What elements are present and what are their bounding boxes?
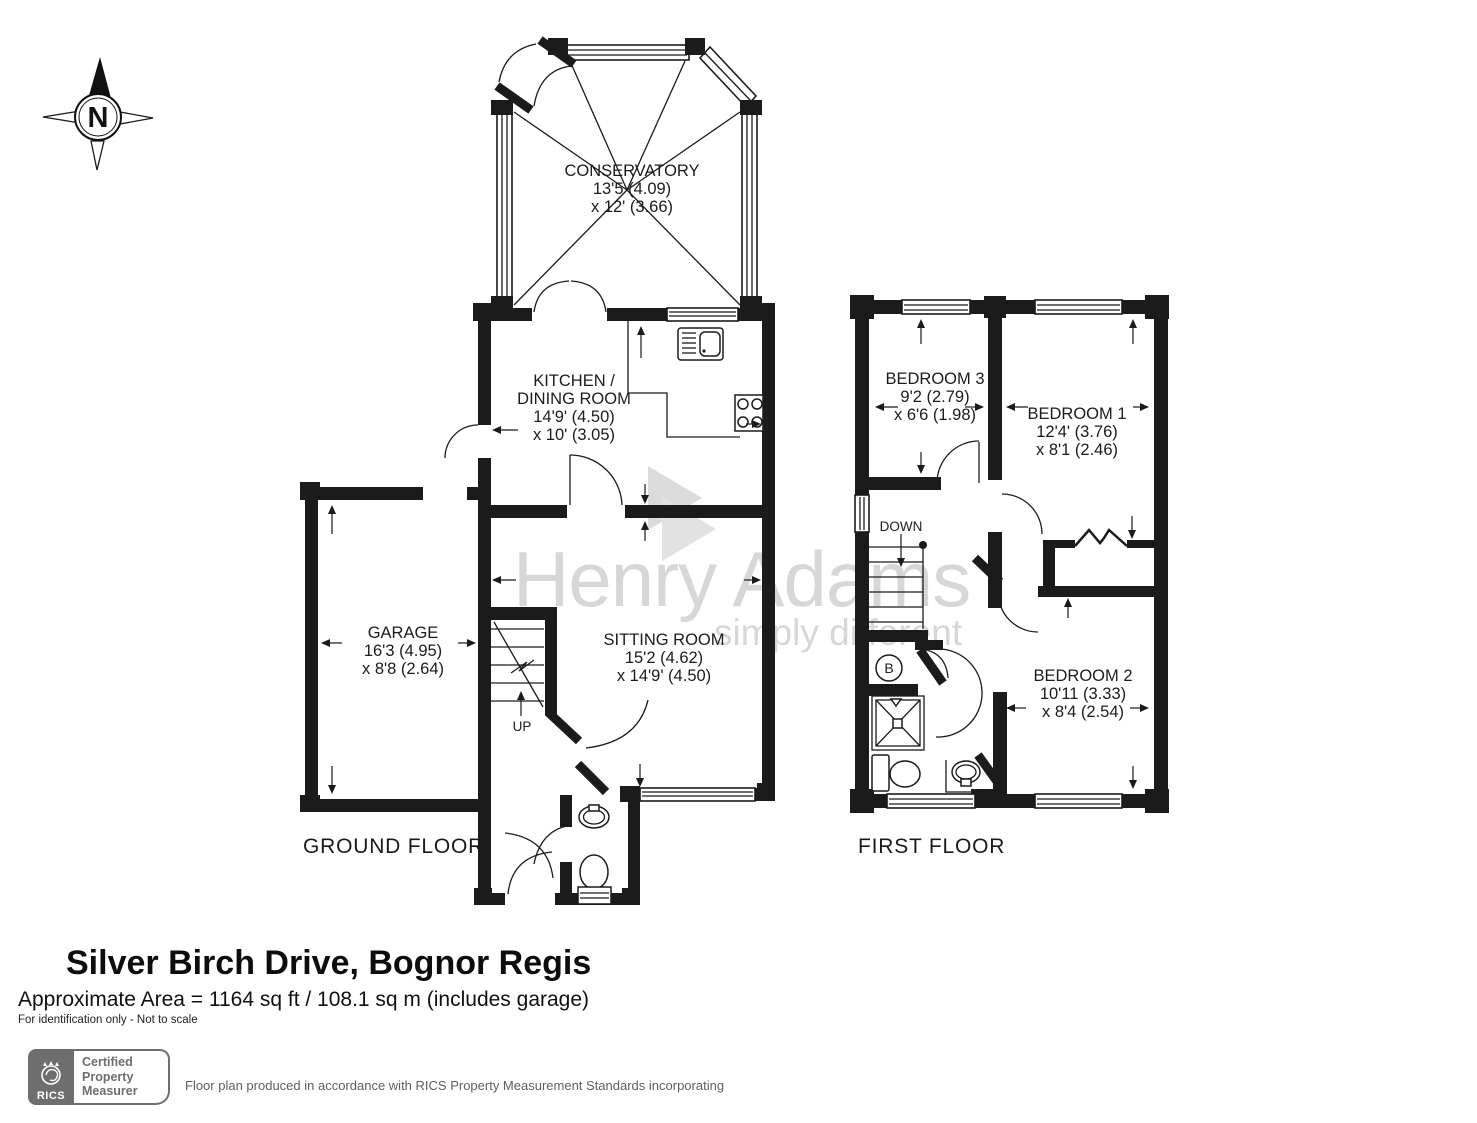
stairs-up-label: UP — [512, 719, 532, 734]
area-summary: Approximate Area = 1164 sq ft / 108.1 sq… — [18, 988, 590, 1011]
ground-floor-stairs — [491, 621, 544, 708]
toilet-icon — [579, 854, 609, 890]
first-floor-windows — [854, 299, 1123, 809]
boiler-icon — [875, 654, 903, 682]
rics-wordmark: RICS — [36, 1090, 66, 1102]
compass-icon — [42, 57, 154, 171]
first-floor-stairs — [869, 541, 927, 629]
first-floor-doors — [935, 440, 1128, 790]
hall-and-wc — [444, 424, 756, 905]
boiler-label: B — [884, 660, 894, 676]
bathroom-fixtures — [871, 647, 988, 793]
footer-disclaimer: Floor plan produced in accordance with R… — [185, 1078, 725, 1093]
rics-certification-badge: RICS Certified Property Measurer — [28, 1049, 170, 1105]
compass-north-label: N — [87, 102, 109, 134]
disclaimer: For identification only - Not to scale — [18, 1014, 198, 1026]
toilet-icon — [871, 754, 890, 792]
watermark-brand: Henry Adams — [513, 535, 971, 623]
wardrobe-bifold-icon — [1074, 528, 1128, 547]
ground-floor-caption: GROUND FLOOR — [303, 835, 485, 858]
certified-property-measurer-label: Certified Property Measurer — [74, 1049, 170, 1105]
shower-icon — [871, 695, 925, 751]
ground-floor-walls — [300, 303, 775, 905]
rics-logo: RICS — [28, 1049, 74, 1105]
first-floor-walls — [850, 295, 1169, 813]
first-floor-caption: FIRST FLOOR — [858, 835, 1006, 858]
rics-lion-icon — [41, 1061, 61, 1085]
conservatory-structure — [491, 36, 762, 313]
page-title: Silver Birch Drive, Bognor Regis — [66, 944, 592, 982]
stairs-down-label: DOWN — [879, 519, 923, 534]
dimension-arrows — [321, 319, 1149, 794]
